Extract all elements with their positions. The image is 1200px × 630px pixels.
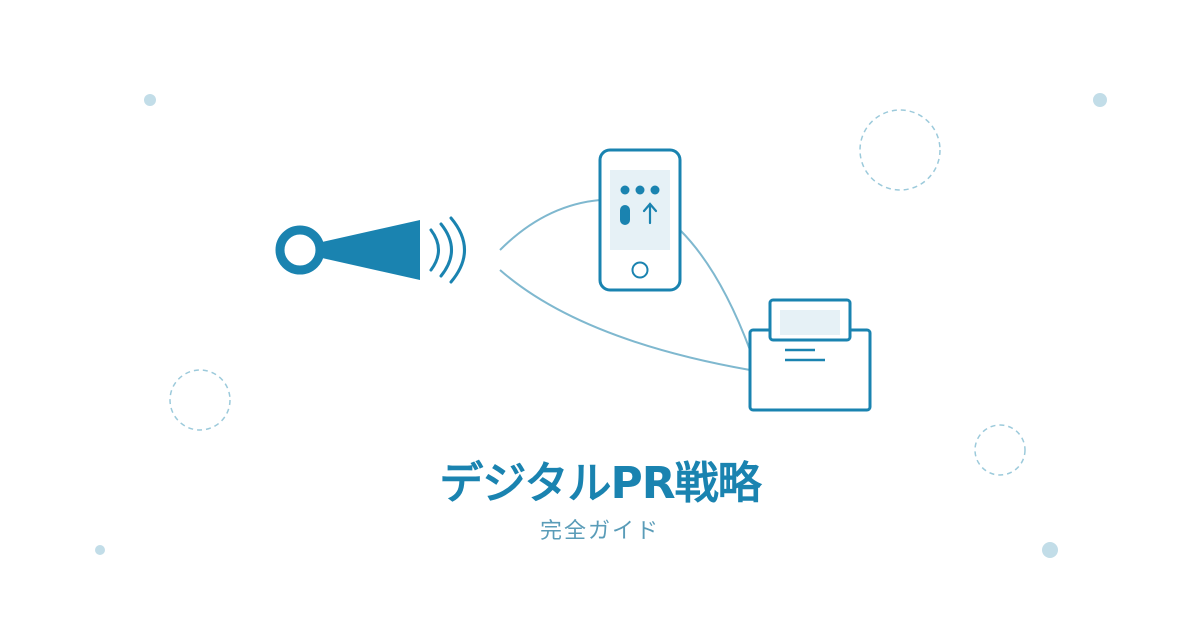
connector-line	[499, 199, 601, 251]
decor-dashed-circle	[859, 109, 941, 191]
connector-line	[499, 269, 751, 371]
megaphone-icon	[275, 216, 466, 284]
decor-dot	[1093, 93, 1107, 107]
page-subtitle: 完全ガイド	[539, 519, 660, 544]
decor-dot	[95, 545, 105, 555]
laptop-icon	[748, 298, 872, 412]
smartphone-icon	[598, 148, 682, 292]
title-block: デジタルPR戦略 完全ガイド	[0, 455, 1200, 547]
page-title: デジタルPR戦略	[439, 458, 761, 509]
decor-dot	[1042, 542, 1058, 558]
decor-dot	[144, 94, 156, 106]
decor-dashed-circle	[169, 369, 231, 431]
decor-dashed-circle	[974, 424, 1026, 476]
connector-line	[679, 229, 751, 351]
